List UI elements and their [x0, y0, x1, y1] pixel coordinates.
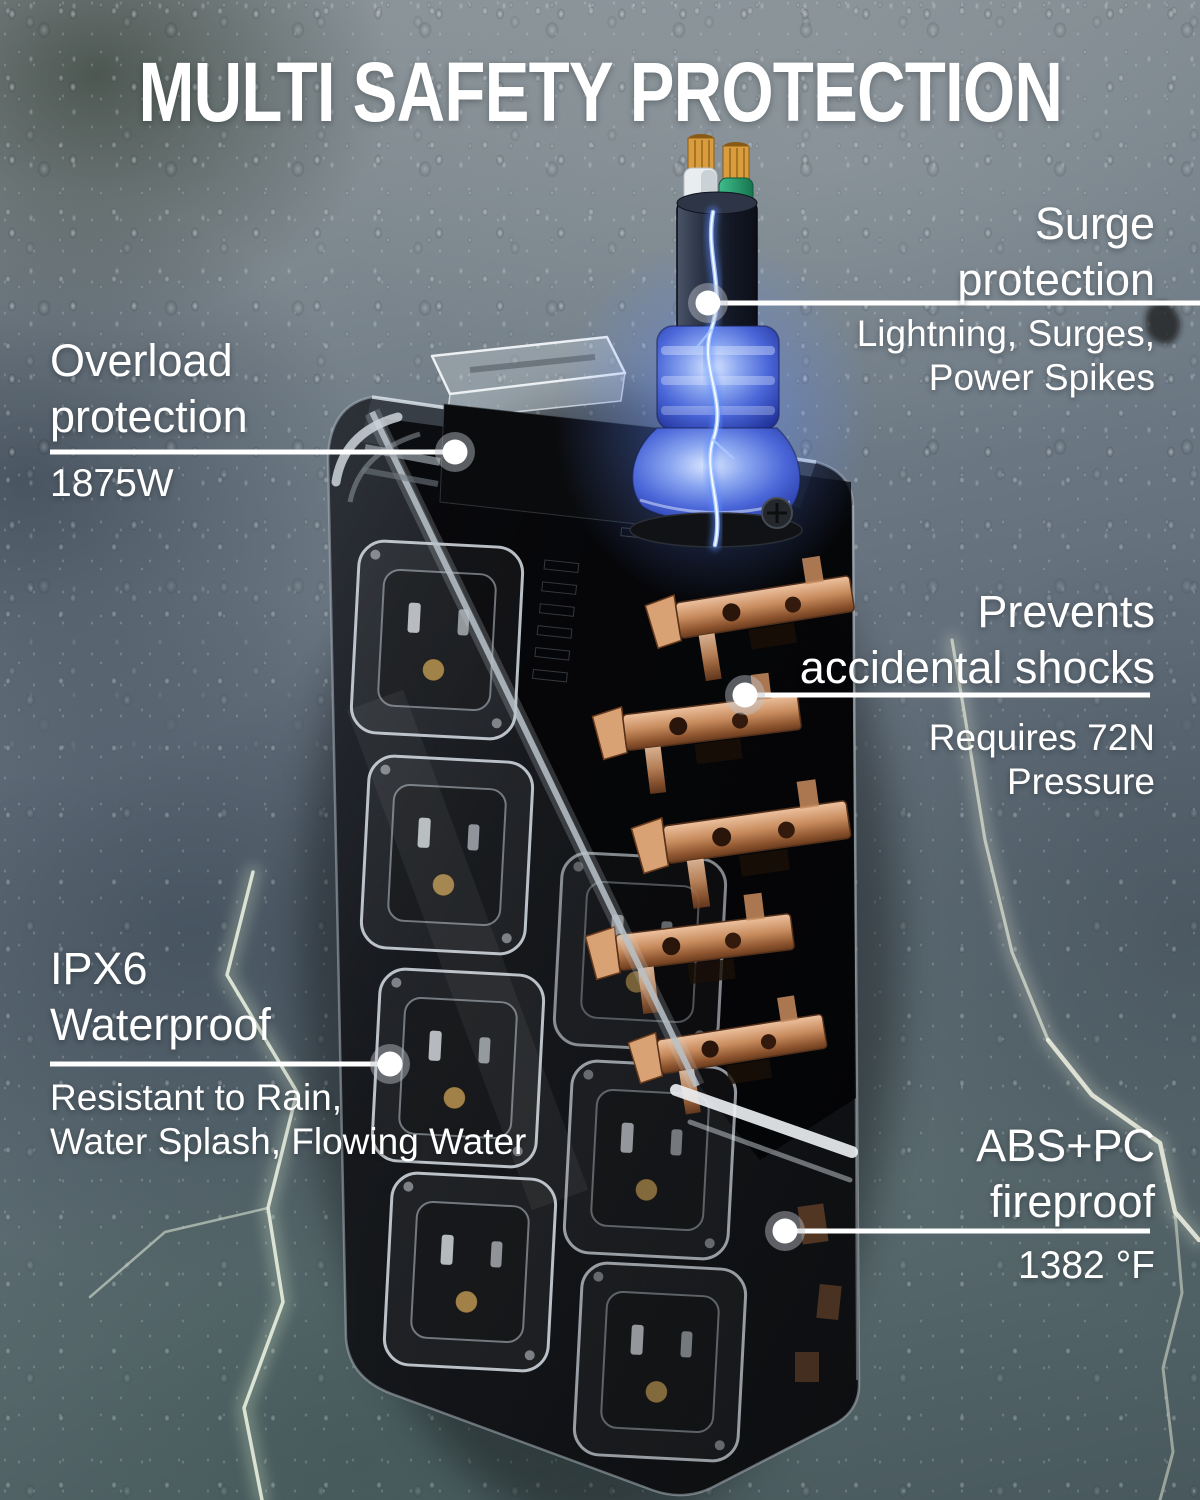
corner-tube-highlight [331, 412, 403, 487]
cover-corner-highlight-2 [687, 1119, 853, 1183]
callout-waterproof-detail: Resistant to Rain, Water Splash, Flowing… [50, 1077, 527, 1162]
electric-arc [691, 206, 735, 551]
cover-diagonal-edge [369, 410, 700, 1088]
callout-connector-fireproof [765, 1211, 1150, 1251]
boot-rib [661, 376, 775, 385]
callout-overload-heading: Overload protection [50, 335, 248, 442]
page-title-text: MULTI SAFETY PROTECTION [138, 45, 1062, 139]
callout-overload-detail: 1875W [50, 462, 174, 505]
lightning-bolt-left [88, 865, 304, 1500]
callout-connectors [50, 283, 1200, 1251]
breaker-rib [361, 467, 439, 487]
copper-contacts [582, 551, 863, 1382]
copper-fragment [797, 1203, 829, 1245]
callout-shock-detail: Requires 72N Pressure [928, 717, 1155, 802]
housing-screw [761, 497, 793, 529]
callout-fireproof-heading: ABS+PC fireproof [976, 1120, 1155, 1227]
callout-connector-shock [725, 675, 1150, 715]
boot-rib [661, 346, 775, 355]
power-strip-product [300, 134, 900, 1500]
page-title: MULTI SAFETY PROTECTION [0, 50, 1200, 134]
callout-connector-overload [50, 432, 475, 472]
cover-sheen [346, 689, 589, 1211]
corner-tube-shade [347, 431, 421, 503]
cover-corner-highlight [670, 1084, 858, 1158]
glass-smudge [1145, 301, 1181, 344]
copper-fragment [795, 1352, 819, 1382]
callout-shock-heading: Prevents accidental shocks [799, 586, 1155, 693]
strip-right-edge-highlight [852, 504, 858, 1381]
callout-surge-heading: Surge protection [957, 198, 1155, 305]
lightning-bolt-right [945, 633, 1200, 1500]
callout-surge-detail: Lightning, Surges, Power Spikes [856, 313, 1155, 398]
callout-connector-waterproof [50, 1044, 410, 1084]
plug-cable-assembly [554, 134, 874, 605]
copper-fragment [816, 1283, 842, 1321]
callout-connector-surge [688, 283, 1200, 323]
callout-waterproof-heading: IPX6 Waterproof [50, 943, 271, 1050]
callout-fireproof-detail: 1382 °F [1017, 1244, 1155, 1287]
